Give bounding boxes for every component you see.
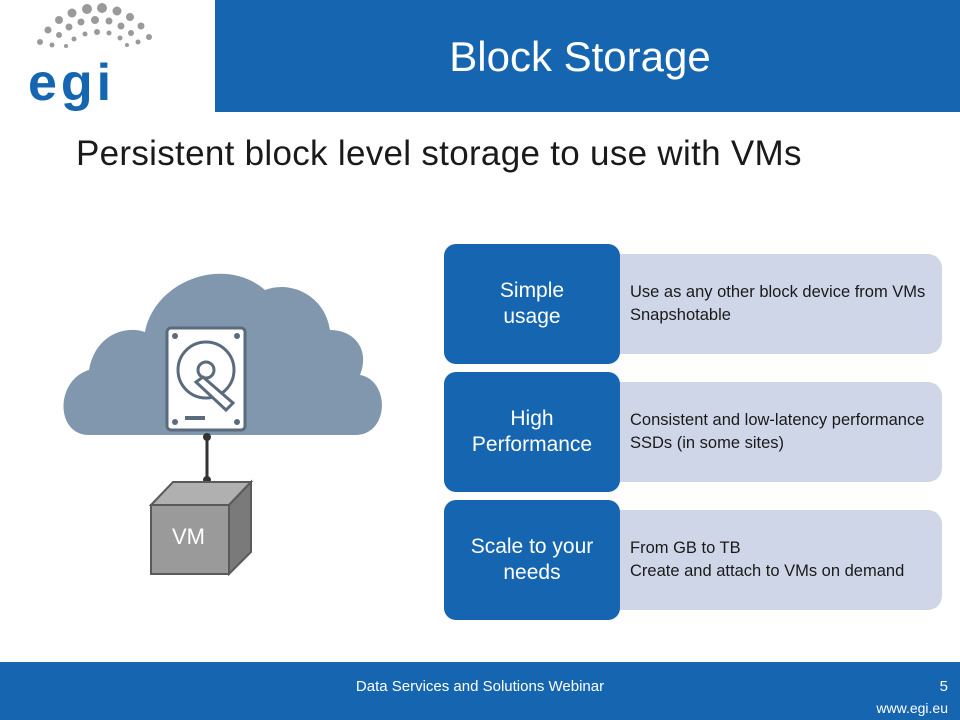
feature-heading-line: High	[510, 407, 554, 430]
hard-drive-icon	[165, 326, 247, 432]
feature-heading-box: Simple usage	[444, 244, 620, 364]
footer-title: Data Services and Solutions Webinar	[355, 678, 605, 695]
feature-row-high-performance: Consistent and low-latency performance S…	[444, 372, 944, 492]
slide-footer: Data Services and Solutions Webinar 5 ww…	[0, 662, 960, 720]
feature-detail-panel: From GB to TB Create and attach to VMs o…	[594, 510, 942, 610]
slide-subtitle: Persistent block level storage to use wi…	[76, 134, 802, 173]
connector-line	[203, 433, 211, 484]
header-band	[210, 0, 960, 112]
cloud-storage-illustration	[63, 273, 382, 577]
feature-bullet: SSDs (in some sites)	[612, 433, 932, 454]
feature-detail-panel: Consistent and low-latency performance S…	[594, 382, 942, 482]
logo-text: egi	[28, 54, 115, 112]
slide-title: Block Storage	[449, 33, 711, 80]
feature-heading-box: High Performance	[444, 372, 620, 492]
feature-heading-line: usage	[503, 305, 561, 328]
feature-heading-line: Scale to your	[470, 535, 594, 558]
feature-bullet: Use as any other block device from VMs	[612, 282, 932, 303]
feature-bullet: Snapshotable	[612, 305, 932, 326]
feature-heading-line: needs	[503, 561, 561, 584]
feature-bullet: From GB to TB	[612, 538, 932, 559]
vm-label: VM	[172, 524, 205, 549]
feature-row-simple-usage: Use as any other block device from VMs S…	[444, 244, 944, 364]
feature-bullet: Create and attach to VMs on demand	[612, 561, 932, 582]
feature-heading-box: Scale to your needs	[444, 500, 620, 620]
feature-heading-line: Simple	[499, 279, 565, 302]
footer-website: www.egi.eu	[876, 700, 948, 716]
feature-heading-line: Performance	[471, 433, 593, 456]
vm-cube	[148, 479, 254, 577]
feature-row-scale: From GB to TB Create and attach to VMs o…	[444, 500, 944, 620]
slide-header: egi Block Storage	[0, 0, 960, 112]
feature-detail-panel: Use as any other block device from VMs S…	[594, 254, 942, 354]
feature-bullet: Consistent and low-latency performance	[612, 410, 932, 431]
egi-logo: egi	[0, 0, 215, 112]
page-number: 5	[939, 678, 948, 695]
